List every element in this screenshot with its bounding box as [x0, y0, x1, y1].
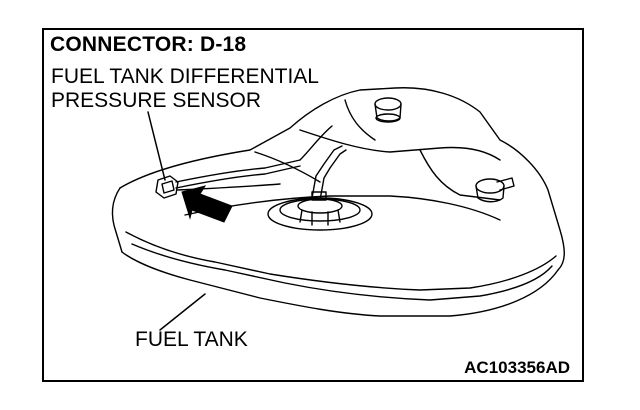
tank-left-outline [111, 187, 123, 253]
tank-ridge-5 [344, 99, 376, 141]
sensor-label-line1: FUEL TANK DIFFERENTIAL [51, 65, 319, 88]
tank-ridge-2 [299, 129, 501, 161]
connector-title: CONNECTOR: D-18 [50, 33, 247, 56]
tank-lower-band [125, 231, 557, 291]
pressure-sensor-icon [155, 125, 333, 199]
tank-leader-line [159, 293, 206, 331]
tank-lower-band-2 [131, 243, 553, 301]
figure-frame [42, 28, 584, 382]
figure-code: AC103356AD [464, 358, 570, 377]
tank-bottom-outline [121, 251, 559, 317]
pump-assembly-icon [267, 145, 373, 231]
vent-valve-icon [475, 177, 515, 203]
tank-ridge-4 [419, 149, 501, 201]
filler-neck-icon [374, 97, 402, 123]
locator-arrow-icon [181, 185, 233, 223]
sensor-label-line2: PRESSURE SENSOR [51, 89, 262, 112]
sensor-leader-line [147, 111, 166, 181]
tank-top-outline [119, 87, 565, 271]
fuel-tank-label: FUEL TANK [135, 328, 248, 351]
tank-ridge-3 [254, 151, 321, 183]
